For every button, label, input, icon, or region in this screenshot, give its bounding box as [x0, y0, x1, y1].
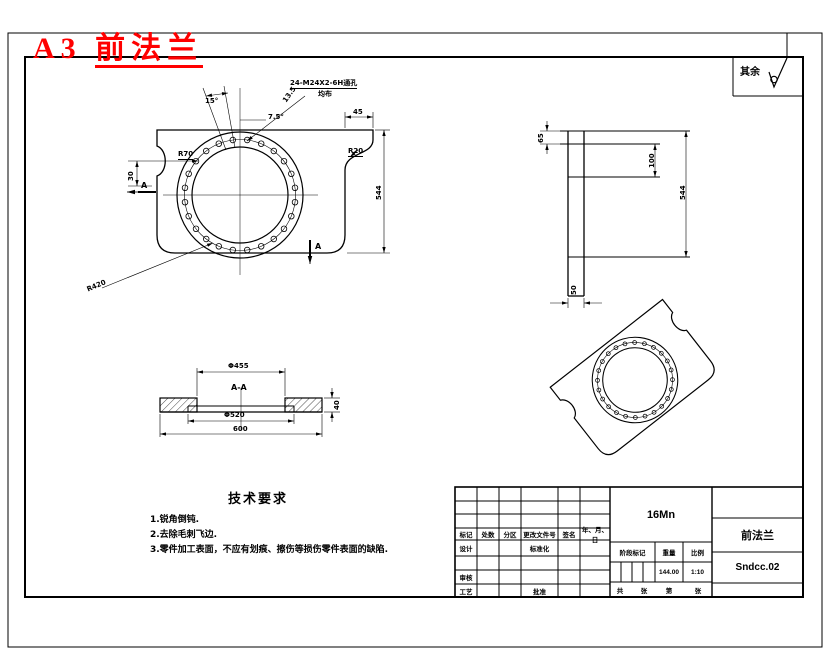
hole-note-2: 均布: [318, 90, 332, 98]
col-date: 年、月、日: [582, 527, 608, 544]
dim-30: 30: [127, 171, 135, 181]
col-fenqu: 分区: [503, 532, 517, 539]
dim-100: 100: [648, 153, 656, 168]
tech-req-item: 3.零件加工表面，不应有划痕、擦伤等损伤零件表面的缺陷.: [150, 545, 389, 555]
sheet-number-unit: 张: [694, 587, 702, 595]
design-cell: 设计: [459, 546, 473, 553]
roughness-icon: [768, 57, 788, 89]
dim-dia-455: Φ455: [228, 362, 249, 370]
dim-r70: R70: [178, 150, 194, 160]
sheet-title: A3 前法兰: [33, 32, 204, 68]
col-qianming: 签名: [562, 532, 576, 539]
dim-544-side: 544: [679, 185, 687, 200]
sheet-total-unit: 张: [640, 587, 648, 595]
part-name-cell: 前法兰: [741, 530, 774, 542]
tech-req-item: 1.锐角倒钝.: [150, 515, 200, 525]
standard-cell: 标准化: [529, 546, 550, 553]
dim-angle-7-5: 7.5°: [268, 113, 284, 121]
drawing-number-cell: Sndcc.02: [735, 562, 780, 573]
col-biaoji: 标记: [459, 532, 473, 539]
tech-req-item: 2.去除毛刺飞边.: [150, 530, 218, 540]
scale-value-cell: 1:10: [690, 568, 704, 576]
col-genggai: 更改文件号: [523, 532, 556, 539]
section-mark-a-left: A: [141, 181, 148, 190]
dim-45: 45: [353, 108, 363, 116]
stage-mark-cell: 阶段标记: [619, 550, 646, 557]
sheet-part-name: 前法兰: [95, 32, 204, 68]
side-view: [540, 121, 690, 308]
section-mark-a-right: A: [315, 242, 322, 251]
weight-label-cell: 重量: [662, 550, 676, 557]
dim-r20: R20: [348, 147, 364, 157]
scale-label-cell: 比例: [691, 550, 704, 557]
surface-note-label: 其余: [740, 67, 760, 78]
dim-angle-15: 15°: [205, 97, 219, 105]
page-border: [7, 32, 823, 648]
review-cell: 审核: [459, 575, 473, 582]
tilted-view: [549, 298, 715, 456]
hole-note: 24-M24X2-6H通孔: [290, 79, 358, 89]
sheet-total-label: 共: [616, 587, 624, 595]
dim-dia-520: Φ520: [224, 411, 245, 419]
sheet-size-label: A3: [33, 32, 82, 65]
material-cell: 16Mn: [646, 508, 676, 521]
sheet-number-label: 第: [665, 587, 673, 595]
process-cell: 工艺: [459, 588, 473, 596]
section-view: [159, 368, 340, 437]
bolt-holes-tilted: [595, 340, 675, 420]
dim-544-front: 544: [375, 185, 383, 200]
tech-req-title: 技术要求: [228, 492, 289, 507]
title-block-grid: [454, 486, 804, 598]
approve-cell: 批准: [533, 588, 546, 596]
section-label: A-A: [231, 383, 247, 392]
dim-40: 40: [333, 400, 341, 410]
dim-50: 50: [570, 285, 578, 295]
front-view: [101, 85, 390, 289]
dim-65: 65: [537, 133, 545, 143]
dim-600: 600: [233, 425, 248, 433]
weight-value-cell: 144.00: [659, 568, 679, 576]
col-chushu: 处数: [481, 532, 495, 539]
